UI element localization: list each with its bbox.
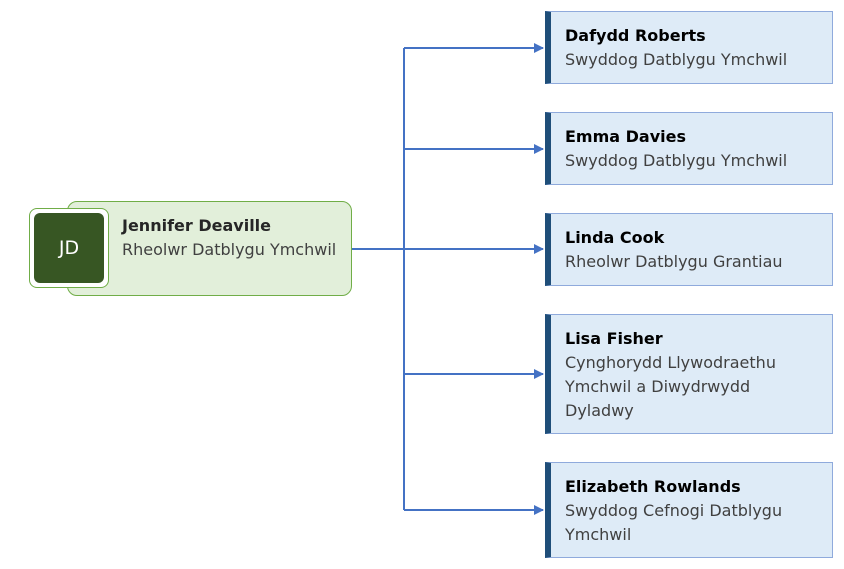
report-card-5[interactable]: Elizabeth Rowlands Swyddog Cefnogi Datbl… [545,462,833,558]
avatar: JD [34,213,104,283]
report-name: Dafydd Roberts [565,26,706,45]
report-title: Cynghorydd Llywodraethu Ymchwil a Diwydr… [565,353,776,420]
report-title: Swyddog Cefnogi Datblygu Ymchwil [565,501,783,544]
report-card-2[interactable]: Emma Davies Swyddog Datblygu Ymchwil [545,112,833,185]
manager-info: Jennifer Deaville Rheolwr Datblygu Ymchw… [122,214,337,262]
manager-name: Jennifer Deaville [122,216,272,235]
report-name: Elizabeth Rowlands [565,477,741,496]
report-name: Lisa Fisher [565,329,663,348]
report-card-3[interactable]: Linda Cook Rheolwr Datblygu Grantiau [545,213,833,286]
report-title: Rheolwr Datblygu Grantiau [565,252,783,271]
report-title: Swyddog Datblygu Ymchwil [565,151,788,170]
report-name: Linda Cook [565,228,665,247]
manager-title: Rheolwr Datblygu Ymchwil [122,240,337,259]
report-card-4[interactable]: Lisa Fisher Cynghorydd Llywodraethu Ymch… [545,314,833,434]
report-card-1[interactable]: Dafydd Roberts Swyddog Datblygu Ymchwil [545,11,833,84]
report-title: Swyddog Datblygu Ymchwil [565,50,788,69]
report-name: Emma Davies [565,127,687,146]
